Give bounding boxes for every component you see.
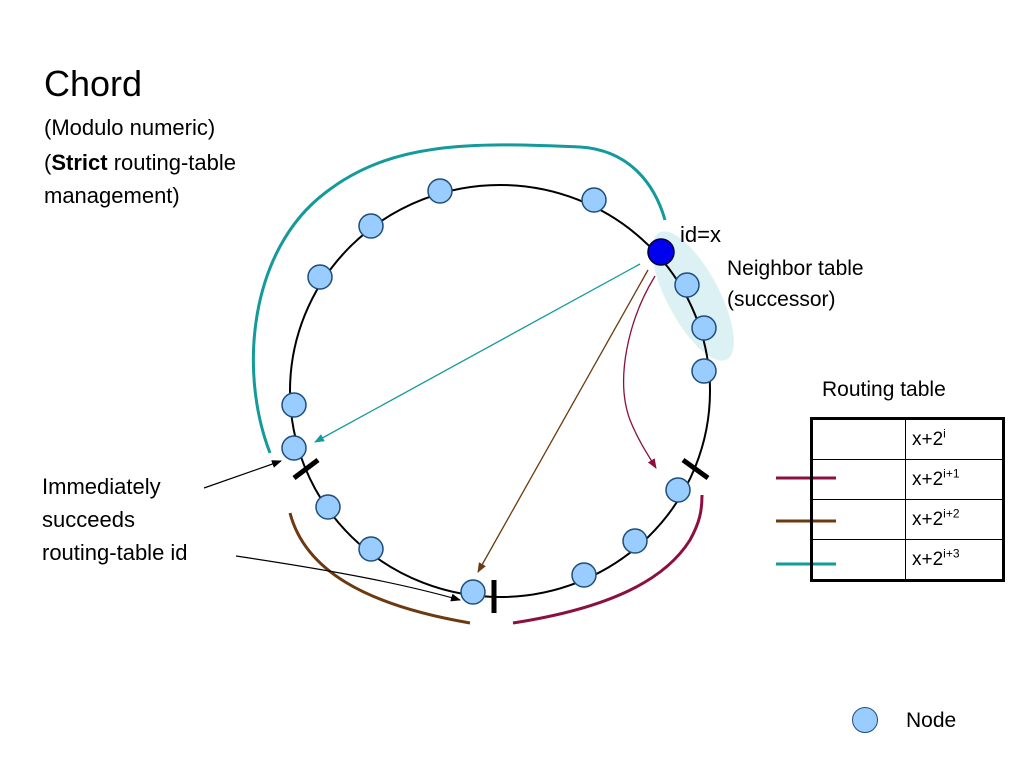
routing-table-empty-cell (811, 539, 906, 581)
immediately-label: Immediately (42, 474, 161, 499)
teal-finger-arrow (314, 263, 641, 443)
subtitle-strict-routing: (Strict routing-table (44, 152, 236, 174)
ring-node (622, 528, 648, 554)
ring-node (665, 477, 691, 503)
brown-range-arc (288, 512, 471, 625)
routing-table-entry: x+2i+2 (905, 499, 1004, 540)
page-title: Chord (44, 63, 143, 104)
subtitle-management: management) (44, 183, 180, 208)
ring-nodes (281, 178, 717, 605)
ring-node (315, 494, 341, 520)
routing-table-entry: x+2i (905, 418, 1004, 460)
ring-node (571, 562, 597, 588)
subtitle-open-paren: ( (44, 150, 52, 175)
succeeds-label: succeeds (42, 507, 135, 532)
ring-node (281, 435, 307, 461)
table-row: x+2i+2 (811, 499, 1004, 540)
legend-node-icon (852, 707, 878, 733)
maroon-range-arc (512, 494, 704, 625)
neighbor-table-label: Neighbor table (727, 257, 864, 280)
routing-table: x+2i x+2i+1 x+2i+2 x+2i+3 (810, 417, 1005, 582)
ring-node (358, 213, 384, 239)
ring-node (358, 536, 384, 562)
ring-node (307, 264, 333, 290)
chord-ring (289, 184, 711, 598)
subtitle-strict-word: Strict (51, 150, 108, 175)
table-row: x+2i+1 (811, 459, 1004, 500)
routing-table-empty-cell (811, 499, 906, 540)
neighbor-successor-label: (successor) (727, 288, 836, 311)
subtitle-routing-table-text: routing-table (107, 150, 236, 175)
routing-table-empty-cell (811, 418, 906, 460)
legend-node-label: Node (906, 709, 957, 732)
immediately-pointer-arrow-1 (203, 460, 282, 489)
ring-node (427, 178, 453, 204)
subtitle-modulo-numeric: (Modulo numeric) (44, 115, 216, 140)
table-row: x+2i+3 (811, 539, 1004, 581)
immediately-pointer-arrow-2 (235, 555, 461, 602)
routing-table-empty-cell (811, 459, 906, 500)
ring-node (281, 392, 307, 418)
ring-node (460, 579, 486, 605)
routing-table-label: Routing table (822, 378, 946, 401)
ring-tick-right (681, 457, 710, 481)
ring-node (691, 315, 717, 341)
table-row: x+2i (811, 418, 1004, 460)
ring-node (581, 187, 607, 213)
brown-finger-arrow (477, 269, 649, 573)
routing-table-id-label: routing-table id (42, 540, 188, 565)
node-x (647, 238, 675, 266)
routing-table-entry: x+2i+3 (905, 539, 1004, 581)
ring-node (674, 272, 700, 298)
teal-range-arc (251, 143, 667, 454)
routing-table-entry: x+2i+1 (905, 459, 1004, 500)
ring-tick-left (292, 458, 320, 480)
maroon-finger-arrow (623, 275, 657, 469)
node-x-label: id=x (680, 222, 721, 247)
ring-node (691, 358, 717, 384)
